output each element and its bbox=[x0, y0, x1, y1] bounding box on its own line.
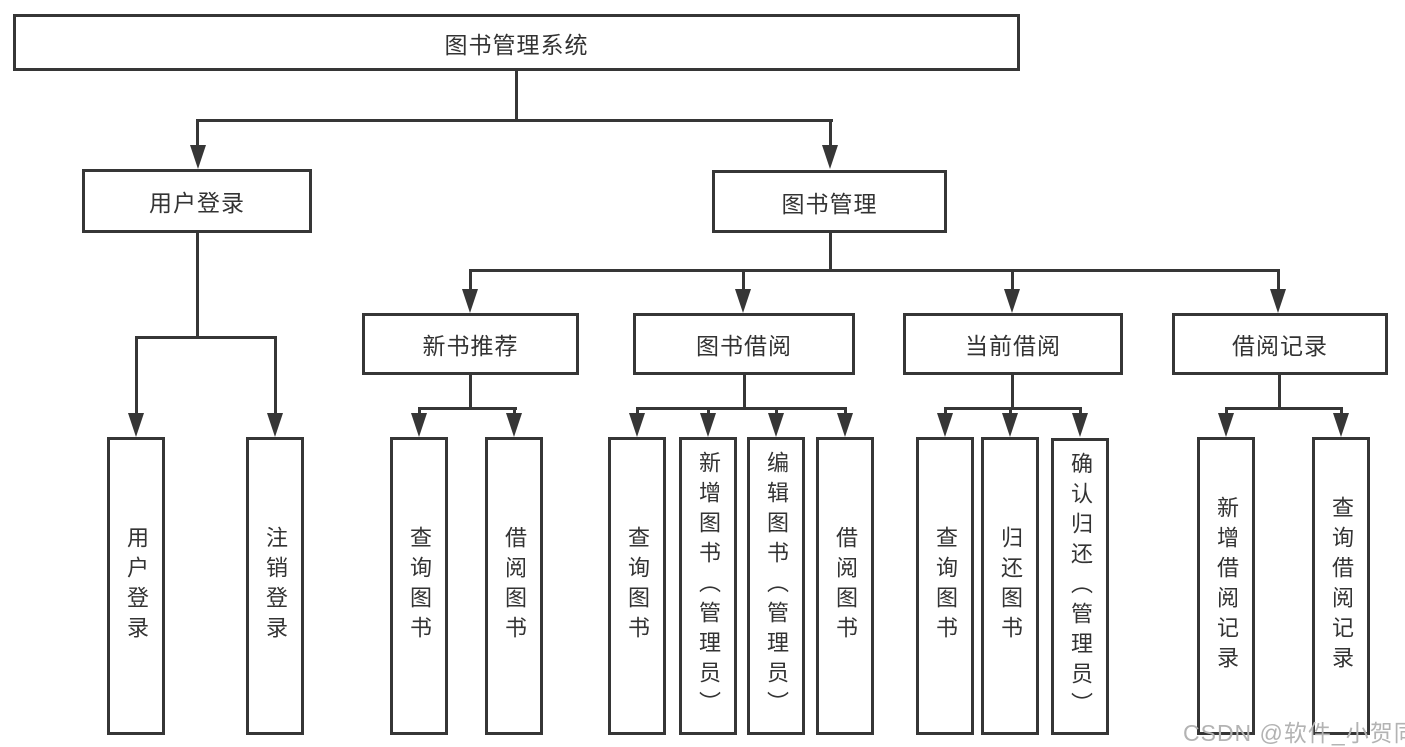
leaf-logout: 注销登录 bbox=[246, 437, 304, 735]
connector-line bbox=[636, 407, 639, 417]
leaf-label: 用户登录 bbox=[124, 526, 149, 646]
arrow-down-icon bbox=[1002, 413, 1018, 437]
leaf-borrow-books: 借阅图书 bbox=[816, 437, 874, 735]
connector-line bbox=[636, 407, 846, 410]
node-borrowing-records: 借阅记录 bbox=[1172, 313, 1388, 375]
connector-line bbox=[1079, 407, 1082, 417]
connector-line bbox=[469, 269, 472, 293]
leaf-label: 查询图书 bbox=[933, 526, 958, 646]
leaf-label: 编辑图书（管理员） bbox=[764, 451, 789, 721]
connector-line bbox=[707, 407, 710, 417]
arrow-down-icon bbox=[629, 413, 645, 437]
connector-line bbox=[742, 269, 745, 293]
arrow-down-icon bbox=[128, 413, 144, 437]
csdn-watermark: CSDN @软件_小贺同学 bbox=[1183, 720, 1405, 746]
connector-line bbox=[1340, 407, 1343, 417]
connector-line bbox=[135, 336, 138, 416]
node-book-management: 图书管理 bbox=[712, 170, 947, 233]
leaf-label: 查询借阅记录 bbox=[1329, 496, 1354, 676]
leaf-user-login: 用户登录 bbox=[107, 437, 165, 735]
arrow-down-icon bbox=[411, 413, 427, 437]
leaf-label: 查询图书 bbox=[407, 526, 432, 646]
connector-line bbox=[515, 70, 518, 121]
leaf-label: 借阅图书 bbox=[502, 526, 527, 646]
leaf-label: 借阅图书 bbox=[833, 526, 858, 646]
leaf-query-books-borrow: 查询图书 bbox=[608, 437, 666, 735]
connector-line bbox=[743, 375, 746, 410]
leaf-query-borrow-record: 查询借阅记录 bbox=[1312, 437, 1370, 735]
leaf-label: 归还图书 bbox=[998, 526, 1023, 646]
connector-line bbox=[1277, 269, 1280, 293]
connector-line bbox=[418, 407, 517, 410]
arrow-down-icon bbox=[506, 413, 522, 437]
node-root-book-management-system: 图书管理系统 bbox=[13, 14, 1020, 71]
arrow-down-icon bbox=[190, 145, 206, 169]
leaf-label: 查询图书 bbox=[625, 526, 650, 646]
connector-line bbox=[1225, 407, 1342, 410]
leaf-query-books-recommend: 查询图书 bbox=[390, 437, 448, 735]
arrow-down-icon bbox=[700, 413, 716, 437]
connector-line bbox=[829, 233, 832, 272]
connector-line bbox=[1011, 269, 1014, 293]
arrow-down-icon bbox=[462, 289, 478, 313]
connector-line bbox=[844, 407, 847, 417]
leaf-label: 新增借阅记录 bbox=[1214, 496, 1239, 676]
arrow-down-icon bbox=[1004, 289, 1020, 313]
leaf-confirm-return-admin: 确认归还（管理员） bbox=[1051, 438, 1109, 735]
arrow-down-icon bbox=[735, 289, 751, 313]
leaf-label: 新增图书（管理员） bbox=[696, 451, 721, 721]
connector-line bbox=[469, 269, 1280, 272]
connector-line bbox=[196, 119, 199, 149]
connector-line bbox=[418, 407, 421, 417]
connector-line bbox=[944, 407, 1082, 410]
leaf-borrow-books-recommend: 借阅图书 bbox=[485, 437, 543, 735]
leaf-label: 确认归还（管理员） bbox=[1068, 451, 1093, 722]
connector-line bbox=[829, 119, 832, 149]
connector-line bbox=[513, 407, 516, 417]
connector-line bbox=[274, 336, 277, 416]
arrow-down-icon bbox=[837, 413, 853, 437]
leaf-add-borrow-record: 新增借阅记录 bbox=[1197, 437, 1255, 735]
connector-line bbox=[1011, 375, 1014, 410]
connector-line bbox=[135, 336, 277, 339]
arrow-down-icon bbox=[1072, 413, 1088, 437]
arrow-down-icon bbox=[937, 413, 953, 437]
arrow-down-icon bbox=[1218, 413, 1234, 437]
leaf-label: 注销登录 bbox=[263, 526, 288, 646]
connector-line bbox=[775, 407, 778, 417]
connector-line bbox=[1225, 407, 1228, 417]
node-book-borrowing: 图书借阅 bbox=[633, 313, 855, 375]
arrow-down-icon bbox=[267, 413, 283, 437]
arrow-down-icon bbox=[822, 145, 838, 169]
node-user-login: 用户登录 bbox=[82, 169, 312, 233]
arrow-down-icon bbox=[768, 413, 784, 437]
connector-line bbox=[469, 375, 472, 410]
connector-line bbox=[196, 233, 199, 338]
connector-line bbox=[1009, 407, 1012, 417]
connector-line bbox=[196, 119, 833, 122]
leaf-edit-books-admin: 编辑图书（管理员） bbox=[747, 437, 805, 735]
node-current-borrowing: 当前借阅 bbox=[903, 313, 1123, 375]
leaf-return-books: 归还图书 bbox=[981, 437, 1039, 735]
arrow-down-icon bbox=[1270, 289, 1286, 313]
arrow-down-icon bbox=[1333, 413, 1349, 437]
leaf-query-books-current: 查询图书 bbox=[916, 437, 974, 735]
leaf-add-books-admin: 新增图书（管理员） bbox=[679, 437, 737, 735]
connector-line bbox=[944, 407, 947, 417]
connector-line bbox=[1278, 375, 1281, 410]
node-new-book-recommendation: 新书推荐 bbox=[362, 313, 579, 375]
